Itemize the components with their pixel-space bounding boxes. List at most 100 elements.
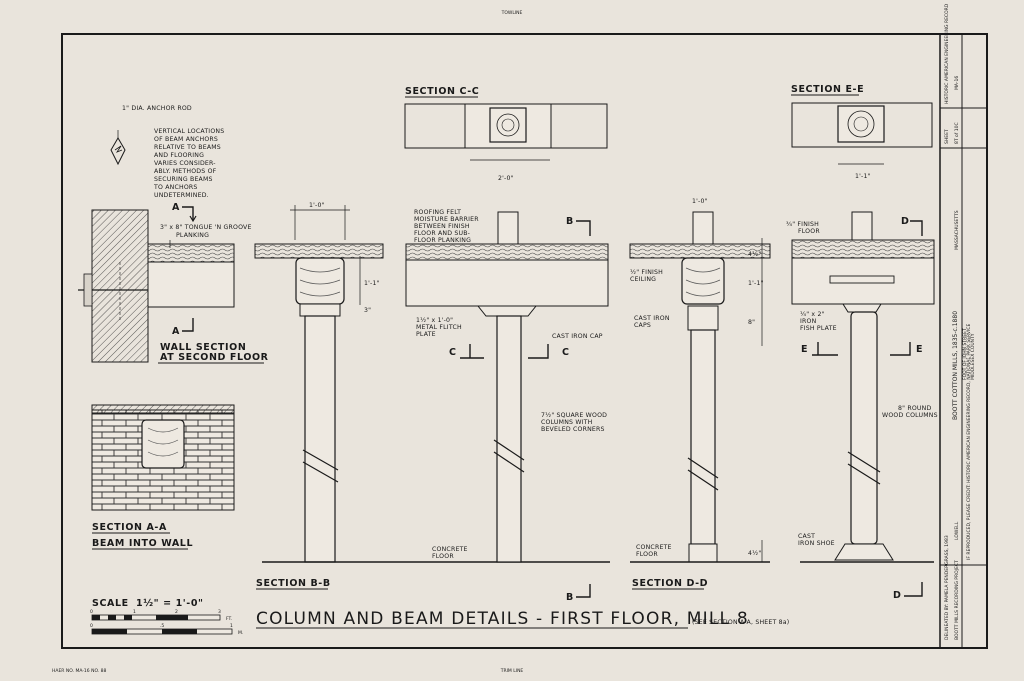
finish-ceiling-note: ½" FINISH [630,268,663,276]
roofing-note: ROOFING FELT [414,209,461,216]
finish-floor-note: FLOOR [798,228,820,235]
iron-shoe-note: CAST [798,533,815,540]
roofing-note: BETWEEN FINISH [414,223,470,230]
anchor-rod-symbol [110,137,126,166]
svg-text:C: C [562,347,570,358]
dd-c-dim: 8" [748,319,755,326]
section-dd-detail [629,211,771,563]
tb-project: BOOTT COTTON MILLS, 1835-c.1880 [952,311,959,420]
svg-text:B: B [566,592,574,603]
square-column-note: COLUMNS WITH [541,419,593,426]
wall-section-title-2: AT SECOND FLOOR [160,352,269,363]
tb-team: BOOTT MILLS RECORDING PROJECT [954,560,960,640]
cut-mark-d-top: D [901,216,923,236]
cut-mark-a-top: A [172,202,197,223]
dd-a-dim: 4½" [748,250,761,258]
scale-tick-m: 0 [90,623,93,629]
scale-bar [91,614,233,635]
tb-sheet-label: SHEET [944,129,950,144]
top-mark: TOWLINE [501,10,523,16]
cut-mark-b-bottom: B [566,584,591,603]
roofing-note: FLOOR AND SUB- [414,230,470,237]
cut-mark-d-bottom: D [893,582,923,601]
scale-label: SCALE [92,598,129,609]
cut-mark-b-top: B [566,216,591,236]
section-cc-detail [405,211,609,563]
cut-mark-e-left: E [801,342,838,356]
scale-tick-ft: 2 [175,609,178,615]
svg-text:D: D [893,590,902,601]
cast-caps-note: CAPS [634,322,651,329]
tb-state: MASSACHUSETTS [954,210,960,250]
flitch-note: 1½" x 1'-0" [416,316,453,324]
section-bb-detail [254,205,610,563]
tb-delineator: DELINEATED BY: PAMELA PENDERGRASS, 1983 [944,535,950,640]
drawing-title-note: (SEE SECTION A-A, SHEET 8a) [692,619,789,626]
tb-address-2: MIDDLESEX COUNTY [970,333,976,380]
section-cc-plan [404,103,608,161]
cast-cap-note: CAST IRON CAP [552,333,603,340]
bb-small-dim: 3" [364,307,371,314]
flitch-note: PLATE [416,331,436,338]
bb-height-dim: 1'-1" [364,280,380,287]
cast-caps-note: CAST IRON [634,315,670,322]
concrete-note-dd: CONCRETE [636,544,672,551]
cut-mark-a-bottom: A [172,318,194,337]
tb-record-no: MA-16 [954,76,960,90]
anchor-rod-label: 1" DIA. ANCHOR ROD [122,105,192,112]
roofing-note: FLOOR PLANKING [414,237,471,244]
round-column-note: WOOD COLUMNS [882,412,938,419]
section-cc-title: SECTION C-C [405,86,479,97]
round-column-note: 8" ROUND [898,405,931,412]
ee-width-dim: 1'-1" [855,173,871,180]
cut-mark-c-right: C [528,344,570,359]
section-ee-title: SECTION E-E [791,84,864,95]
svg-text:E: E [801,344,808,355]
tb-agency: HISTORIC AMERICAN ENGINEERING RECORD [944,3,950,104]
vertical-note-line: AND FLOORING [154,152,204,159]
tb-sheet-no: 8T of 10C [954,122,960,144]
svg-text:A: A [172,202,180,213]
fish-plate-note: FISH PLATE [800,325,837,332]
svg-text:C: C [449,347,457,358]
svg-text:B: B [566,216,574,227]
tb-city: LOWELL [954,521,960,540]
title-block [940,34,987,648]
svg-text:D: D [901,216,910,227]
vertical-note-line: OF BEAM ANCHORS [154,136,218,143]
cut-mark-c-left: C [449,344,484,359]
cut-mark-e-right: E [890,342,923,356]
section-aa-title: SECTION A-A [92,522,167,533]
fish-plate-note: IRON [800,318,817,325]
iron-shoe-note: IRON SHOE [798,540,835,547]
cc-width-dim: 2'-0" [498,175,514,182]
dd-b-dim: 1'-1" [748,280,764,287]
concrete-note: FLOOR [432,553,454,560]
vertical-note-line: ABLY. METHODS OF [154,168,217,175]
vertical-note-line: VERTICAL LOCATIONS [154,128,224,135]
bottom-left-mark: HAER NO. MA-16 NO. 88 [52,668,107,674]
bottom-mark: TRIM LINE [500,668,524,674]
svg-text:E: E [916,344,923,355]
scale-unit-m: M. [238,630,243,636]
scale-tick-m: .5 [160,623,164,629]
concrete-note: CONCRETE [432,546,468,553]
section-bb-title: SECTION B-B [256,578,331,589]
outer-border [61,33,988,649]
planking-label: 3" x 8" TONGUE 'N GROOVE [160,224,252,231]
tb-footer: IF REPRODUCED, PLEASE CREDIT: HISTORIC A… [966,324,972,560]
bb-top-dim: 1'-0" [309,202,325,209]
fish-plate-note: ¼" x 2" [800,311,825,318]
section-ee-plan [791,102,933,165]
wall-section-detail [78,209,235,363]
vertical-note-line: UNDETERMINED. [154,192,209,199]
scale-ratio: 1½" = 1'-0" [136,598,204,609]
vertical-note-line: VARIES CONSIDER- [154,160,216,167]
roofing-note: MOISTURE BARRIER [414,216,479,223]
square-column-note: BEVELED CORNERS [541,426,605,433]
planking-label-2: PLANKING [176,232,209,239]
section-aa-detail [91,404,235,511]
section-dd-title: SECTION D-D [632,578,708,589]
tb-address-1: FOOT OF JOHN STREET [962,328,968,380]
